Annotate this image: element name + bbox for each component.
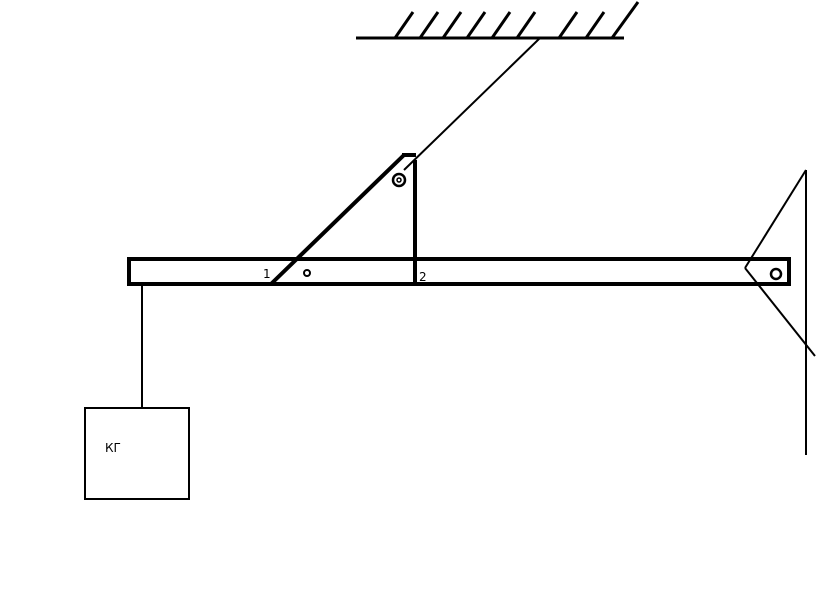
ceiling-hatch xyxy=(490,11,512,39)
ceiling-hatch xyxy=(584,11,606,39)
pulley-inner xyxy=(396,177,402,183)
ceiling-support xyxy=(356,1,640,40)
wall-brace-lower xyxy=(744,267,816,357)
ceiling-hatch xyxy=(441,11,463,39)
ceiling-hatch xyxy=(610,1,640,39)
ceiling-hatch xyxy=(465,11,487,39)
ceiling-hatch xyxy=(418,11,440,39)
wall-brace-upper xyxy=(744,169,807,269)
diagonal-strut xyxy=(269,153,406,286)
horizontal-beam xyxy=(127,257,791,286)
wall-support xyxy=(744,169,816,455)
ceiling-hatch xyxy=(515,11,537,39)
ceiling-hatch xyxy=(557,11,579,39)
ceiling-hatch xyxy=(393,11,415,39)
label-point-2: 2 xyxy=(419,270,427,284)
mass-box xyxy=(84,407,190,500)
wall-pin-joint xyxy=(769,267,783,281)
pin-joint-1 xyxy=(303,269,311,277)
label-mass: КГ xyxy=(105,441,121,455)
ceiling-rope xyxy=(403,37,541,171)
label-point-1: 1 xyxy=(263,267,271,281)
pulley-outer xyxy=(391,172,407,188)
